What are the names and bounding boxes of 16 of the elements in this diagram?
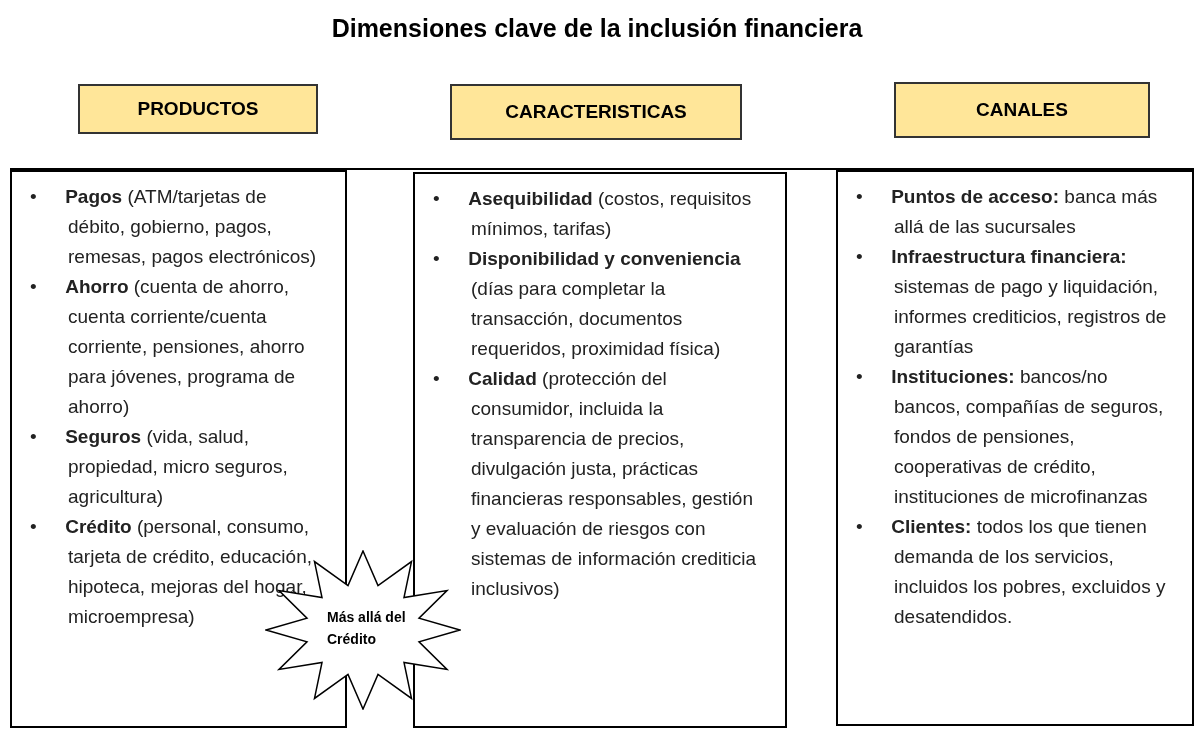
bullet-item: • Asequibilidad (costos, requisitos mínimos, tarifas) (433, 187, 753, 241)
badge-text: Más allá del Crédito (327, 608, 407, 649)
bullet-item: • Puntos de acceso: banca más allá de las sucursales (856, 185, 1159, 239)
column-header: PRODUCTOS (78, 84, 318, 134)
text-panel (836, 170, 1194, 726)
bullet-item: • Seguros (vida, salud, propiedad, micro seguros, agricultura) (30, 425, 289, 509)
text-panel (413, 172, 787, 728)
bullet-item: • Crédito (personal, consumo, tarjeta de crédito, educación, hipoteca, mejoras del hogar, microempresa) (30, 515, 313, 629)
column-header: CANALES (894, 82, 1150, 138)
bullet-item: • Disponibilidad y conveniencia (días para completar la transacción, documentos requeridos, proximidad física) (433, 247, 742, 361)
bullet-item: • Calidad (protección del consumidor, incluida la transparencia de precios, divulgación justa, prácticas financieras responsables, gestión y evaluación de riesgos con sistemas de información crediticia inclusivos) (433, 367, 758, 601)
column-header: CARACTERISTICAS (450, 84, 742, 140)
bullet-item: • Pagos (ATM/tarjetas de débito, gobierno, pagos, remesas, pagos electrónicos) (30, 185, 318, 269)
diagram-title: Dimensiones clave de la inclusión financiera (331, 14, 863, 43)
bullet-item: • Clientes: todos los que tienen demanda de los servicios, incluidos los pobres, excluidos y desatendidos. (856, 515, 1167, 629)
bullet-item: • Ahorro (cuenta de ahorro, cuenta corriente/cuenta corriente, pensiones, ahorro para jóvenes, programa de ahorro) (30, 275, 306, 419)
